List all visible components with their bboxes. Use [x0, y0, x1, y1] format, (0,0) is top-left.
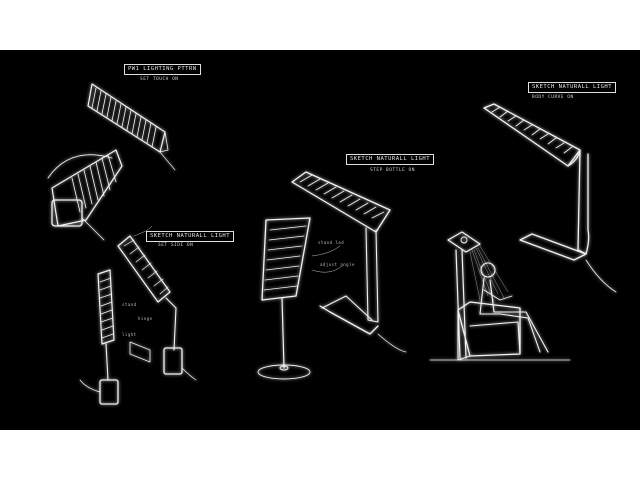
lamp-sketch-reading-scene: [429, 231, 571, 361]
lamp-sketch-wall-top: [87, 83, 176, 171]
label-lamp1-sub: SET TOUCH ON: [140, 77, 179, 82]
label-lamp4-title: SKETCH NATURALL LIGHT: [528, 82, 617, 93]
note-adjust-angle: adjust angle: [320, 262, 355, 267]
lamp-sketches: [47, 83, 617, 405]
note-hinge: hinge: [138, 316, 153, 321]
note-stand-led: stand led: [318, 240, 345, 245]
label-lamp2-title: SKETCH NATURALL LIGHT: [146, 231, 235, 242]
lamp-sketch-desk-left: [79, 235, 197, 405]
label-lamp2-sub: SET SIDE ON: [158, 243, 194, 248]
note-light: light: [122, 332, 137, 337]
label-lamp1-title: PW1 LIGHTING PTTRN: [124, 64, 201, 75]
lamp-sketch-floor-center: [257, 171, 407, 380]
label-lamp3-title: SKETCH NATURALL LIGHT: [346, 154, 435, 165]
note-stand: stand: [122, 302, 137, 307]
lamp-sketch-floor-right: [483, 103, 617, 293]
label-lamp4-sub: BODY CURVE ON: [532, 95, 574, 100]
label-lamp3-sub: STEP BOTTLE ON: [370, 168, 415, 173]
lamp-sketch-wall-unit: [47, 149, 123, 241]
sketch-canvas: PW1 LIGHTING PTTRN SET TOUCH ON SKETCH N…: [0, 50, 640, 430]
